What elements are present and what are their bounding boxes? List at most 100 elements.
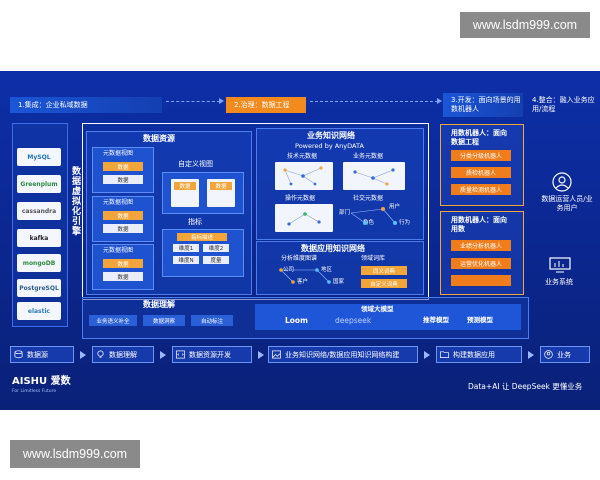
data-insight-chip: 数据洞察 [143, 315, 185, 326]
stage-arrow [310, 98, 442, 110]
code-icon [176, 350, 185, 359]
flow-data-sources: 数据源 [10, 346, 74, 363]
data-understanding-title: 数据理解 [143, 300, 175, 309]
analysis-graph-title: 分析维度图谱 [281, 255, 318, 262]
flow-arrow [160, 351, 166, 359]
data-chip: 数据 [103, 175, 143, 184]
custom-view-box: 数据 数据 [162, 172, 244, 214]
robot-item: 运营优化机器人 [451, 258, 511, 269]
custom-view-title: 自定义视图 [178, 160, 213, 168]
flow-label: 业务 [557, 350, 571, 359]
social-graph-icon [350, 207, 397, 225]
measure-chip: 度量 [203, 256, 229, 264]
social-metadata-label: 社交元数据 [353, 195, 384, 202]
stage-integrate-apps: 4.整合：融入业务应用/流程 [532, 96, 595, 113]
app-knowledge-network-box: 数据应用知识网络 分析维度图谱 领域词库 公司 地区 客户 国家 同义词典 自定… [256, 241, 424, 295]
domain-llm-title: 领域大模型 [361, 305, 394, 313]
robot-item [451, 275, 511, 286]
data-resources-title: 数据资源 [143, 134, 175, 143]
dimension-chip: 维度1 [173, 244, 199, 252]
aishu-logo: AISHU 爱数 [12, 376, 71, 387]
flow-arrow [424, 351, 430, 359]
bulb-icon [97, 350, 104, 358]
data-chip: 数据 [103, 272, 143, 281]
graph-icon [283, 166, 323, 186]
postgresql-logo: PostgreSQL [17, 279, 61, 297]
robot-item: 分类分级机器人 [451, 150, 511, 161]
architecture-diagram: 1.集成：企业私域数据 2.治理：数据工程 3.开发：面向场景的用数机器人 4.… [0, 71, 600, 410]
recommend-model: 推荐模型 [423, 316, 449, 324]
semantic-completion-chip: 业务语义补全 [89, 315, 137, 326]
flow-label: 数据理解 [109, 350, 137, 359]
social-node: 用户 [389, 204, 401, 210]
flow-data-understanding: 数据理解 [92, 346, 154, 363]
app-kg-title: 数据应用知识网络 [301, 244, 365, 253]
flow-business: 业务 [540, 346, 590, 363]
metadata-view-label: 元数据视图 [103, 247, 134, 254]
analysis-node: 客户 [297, 279, 309, 285]
auto-label-chip: 自动标注 [191, 315, 233, 326]
stage-integrate: 1.集成：企业私域数据 [10, 97, 162, 113]
user-robots-title: 用数机器人：面向用数 [451, 216, 507, 234]
metric-description-chip: 指标描述 [177, 233, 227, 241]
watermark-bottom: www.lsdm999.com [10, 440, 140, 468]
user-icon [544, 350, 553, 359]
ops-metadata-label: 操作元数据 [285, 195, 316, 202]
biz-metadata-label: 业务元数据 [353, 153, 384, 160]
folder-icon [440, 351, 449, 359]
data-chip: 数据 [103, 259, 143, 268]
analysis-graph-icon [279, 268, 331, 284]
kg-title: 业务知识网络 [307, 131, 355, 140]
data-chip: 数据 [174, 182, 196, 190]
loom-model: Loom [285, 316, 308, 325]
stage-arrow [166, 98, 224, 110]
flow-arrow [80, 351, 86, 359]
tech-metadata-graph [275, 162, 333, 190]
business-systems-label: 业务系统 [545, 278, 573, 286]
mysql-logo: MySQL [17, 148, 61, 166]
tech-metadata-label: 技术元数据 [287, 153, 318, 160]
stage-develop: 3.开发：面向场景的用数机器人 [443, 93, 523, 117]
graph-icon [287, 212, 321, 226]
user-icon [552, 172, 572, 192]
ops-metadata-graph [275, 204, 333, 232]
kafka-logo: kafka [17, 229, 61, 247]
engineering-robots-title: 用数机器人：面向数据工程 [451, 129, 507, 147]
image-icon [272, 350, 281, 359]
deepseek-model: deepseek [335, 316, 372, 325]
business-knowledge-network-box: 业务知识网络 Powered by AnyDATA 技术元数据 业务元数据 操作… [256, 128, 424, 240]
analysis-node: 地区 [321, 267, 333, 273]
robot-item: 质检机器人 [451, 167, 511, 178]
custom-view-card: 数据 [171, 179, 199, 207]
flow-build-apps: 构建数据应用 [436, 346, 522, 363]
monitor-icon [549, 257, 571, 273]
social-node: 角色 [363, 220, 375, 226]
mongodb-logo: mongoDB [17, 254, 61, 272]
data-chip: 数据 [103, 224, 143, 233]
flow-knowledge-build: 业务知识网络/数据应用知识网络构建 [268, 346, 418, 363]
footer-slogan: Data+AI 让 DeepSeek 更懂业务 [468, 382, 583, 391]
user-robots-box: 用数机器人：面向用数 业绩分析机器人 运营优化机器人 [440, 211, 524, 295]
domain-llm-bar: 领域大模型 Loom deepseek 推荐模型 预测模型 [255, 304, 521, 330]
elastic-logo: elastic [17, 302, 61, 320]
flow-arrow [258, 351, 264, 359]
predict-model: 预测模型 [467, 316, 493, 324]
analysis-node: 国家 [333, 279, 345, 285]
metrics-box: 指标描述 维度1 维度2 维度N 度量 [162, 229, 244, 277]
custom-dictionary-chip: 自定义词典 [361, 279, 407, 288]
flow-label: 数据源 [27, 350, 48, 359]
biz-metadata-graph [343, 162, 405, 190]
flow-label: 数据资源开发 [189, 350, 231, 359]
social-node: 行为 [399, 220, 411, 226]
watermark-top: www.lsdm999.com [460, 12, 590, 38]
engineering-robots-box: 用数机器人：面向数据工程 分类分级机器人 质检机器人 质量检测机器人 [440, 124, 524, 206]
database-icon [14, 350, 23, 359]
metadata-view-3: 元数据视图 数据 数据 [92, 244, 154, 290]
social-node: 部门 [339, 210, 351, 216]
domain-lexicon-title: 领域词库 [361, 255, 386, 262]
dimension-chip: 维度2 [203, 244, 229, 252]
flow-label: 业务知识网络/数据应用知识网络构建 [285, 350, 400, 359]
synonym-dictionary-chip: 同义词典 [361, 266, 407, 275]
metadata-view-label: 元数据视图 [103, 150, 134, 157]
stage-govern: 2.治理：数据工程 [226, 97, 306, 113]
